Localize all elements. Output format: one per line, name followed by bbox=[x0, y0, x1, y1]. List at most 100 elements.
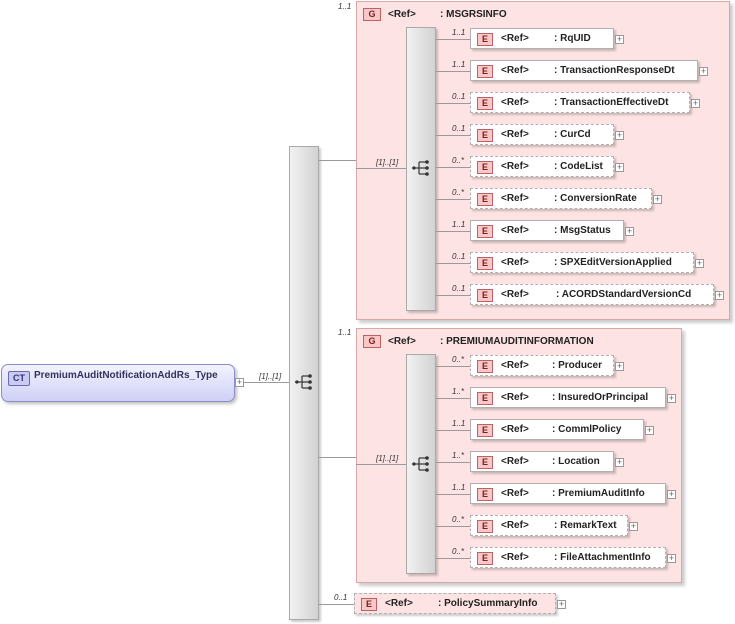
element-premiumauditinfo[interactable]: E <Ref> : PremiumAuditInfo bbox=[470, 483, 666, 504]
element-ref: <Ref> bbox=[501, 289, 529, 300]
element-name: : TransactionEffectiveDt bbox=[554, 97, 669, 108]
element-name: : Producer bbox=[552, 360, 603, 371]
element-name: : RqUID bbox=[554, 33, 591, 44]
element-acordstandardversioncd[interactable]: E <Ref> : ACORDStandardVersionCd bbox=[470, 284, 714, 305]
expand-icon[interactable]: + bbox=[695, 258, 704, 268]
expand-icon[interactable]: + bbox=[615, 162, 624, 172]
element-conversionrate[interactable]: E <Ref> : ConversionRate bbox=[470, 188, 652, 209]
element-badge: E bbox=[477, 129, 493, 142]
element-cardinality: 0..* bbox=[452, 355, 465, 364]
expand-icon[interactable]: + bbox=[625, 226, 634, 236]
expand-icon[interactable]: + bbox=[645, 425, 654, 435]
element-transactioneffectivedt[interactable]: E <Ref> : TransactionEffectiveDt bbox=[470, 92, 690, 113]
element-name: : FileAttachmentInfo bbox=[554, 552, 651, 563]
expand-icon[interactable]: + bbox=[653, 194, 662, 204]
group-msgrsinfo-sequence-bar bbox=[406, 27, 436, 311]
element-cardinality: 0..* bbox=[452, 547, 465, 556]
expand-icon[interactable]: + bbox=[667, 393, 676, 403]
expand-icon[interactable]: + bbox=[615, 361, 624, 371]
element-badge: E bbox=[477, 225, 493, 238]
main-sequence-bar bbox=[289, 146, 319, 620]
element-rquid[interactable]: E <Ref> : RqUID bbox=[470, 28, 614, 49]
element-cardinality: 0..1 bbox=[452, 284, 466, 293]
element-ref: <Ref> bbox=[501, 193, 529, 204]
element-badge: E bbox=[477, 65, 493, 78]
element-cardinality: 1..1 bbox=[452, 419, 466, 428]
element-badge: E bbox=[477, 193, 493, 206]
element-cardinality: 1..1 bbox=[452, 220, 466, 229]
element-cardinality: 0..1 bbox=[452, 252, 466, 261]
element-cardinality: 0..* bbox=[452, 515, 465, 524]
element-ref: <Ref> bbox=[501, 456, 529, 467]
policysummaryinfo-cardinality: 0..1 bbox=[334, 593, 348, 602]
group-premiumaudit-cardinality: 1..1 bbox=[338, 328, 352, 337]
element-badge: E bbox=[477, 552, 493, 565]
element-name: : PolicySummaryInfo bbox=[438, 598, 538, 609]
group-ref: <Ref> bbox=[388, 336, 416, 347]
element-ref: <Ref> bbox=[501, 257, 529, 268]
element-ref: <Ref> bbox=[501, 33, 529, 44]
element-ref: <Ref> bbox=[501, 129, 529, 140]
element-badge: E bbox=[477, 456, 493, 469]
element-cardinality: 1..1 bbox=[452, 483, 466, 492]
element-ref: <Ref> bbox=[501, 488, 529, 499]
sequence-icon bbox=[412, 160, 429, 176]
element-remarktext[interactable]: E <Ref> : RemarkText bbox=[470, 515, 628, 536]
element-cardinality: 1..* bbox=[452, 451, 465, 460]
element-ref: <Ref> bbox=[501, 65, 529, 76]
element-curcd[interactable]: E <Ref> : CurCd bbox=[470, 124, 614, 145]
root-expand-icon[interactable]: + bbox=[235, 377, 244, 387]
expand-icon[interactable]: + bbox=[667, 553, 676, 563]
element-badge: E bbox=[477, 257, 493, 270]
element-producer[interactable]: E <Ref> : Producer bbox=[470, 355, 614, 376]
group-ref: <Ref> bbox=[388, 9, 416, 20]
element-commlpolicy[interactable]: E <Ref> : CommlPolicy bbox=[470, 419, 644, 440]
expand-icon[interactable]: + bbox=[557, 599, 566, 609]
group-msgrsinfo-cardinality: 1..1 bbox=[338, 2, 352, 11]
expand-icon[interactable]: + bbox=[629, 521, 638, 531]
complex-type-root[interactable]: CT PremiumAuditNotificationAddRs_Type bbox=[1, 364, 235, 402]
element-insuredorprincipal[interactable]: E <Ref> : InsuredOrPrincipal bbox=[470, 387, 666, 408]
element-name: : MsgStatus bbox=[554, 225, 611, 236]
element-name: : TransactionResponseDt bbox=[554, 65, 675, 76]
element-cardinality: 1..1 bbox=[452, 28, 466, 37]
element-codelist[interactable]: E <Ref> : CodeList bbox=[470, 156, 614, 177]
element-name: : ACORDStandardVersionCd bbox=[556, 289, 692, 300]
expand-icon[interactable]: + bbox=[615, 457, 624, 467]
element-badge: E bbox=[477, 488, 493, 501]
element-policysummaryinfo[interactable]: E <Ref> : PolicySummaryInfo bbox=[354, 593, 556, 614]
group-badge: G bbox=[363, 335, 381, 348]
group-name: : PREMIUMAUDITINFORMATION bbox=[440, 336, 594, 347]
expand-icon[interactable]: + bbox=[715, 290, 724, 300]
expand-icon[interactable]: + bbox=[691, 98, 700, 108]
sequence-icon bbox=[412, 456, 429, 472]
element-ref: <Ref> bbox=[501, 552, 529, 563]
element-ref: <Ref> bbox=[501, 225, 529, 236]
element-ref: <Ref> bbox=[385, 598, 413, 609]
ct-badge: CT bbox=[8, 371, 30, 386]
element-fileattachmentinfo[interactable]: E <Ref> : FileAttachmentInfo bbox=[470, 547, 666, 568]
element-badge: E bbox=[477, 289, 493, 302]
expand-icon[interactable]: + bbox=[667, 489, 676, 499]
expand-icon[interactable]: + bbox=[615, 130, 624, 140]
element-badge: E bbox=[477, 97, 493, 110]
element-transactionresponsedt[interactable]: E <Ref> : TransactionResponseDt bbox=[470, 60, 698, 81]
element-spxeditversionapplied[interactable]: E <Ref> : SPXEditVersionApplied bbox=[470, 252, 694, 273]
element-location[interactable]: E <Ref> : Location bbox=[470, 451, 614, 472]
expand-icon[interactable]: + bbox=[699, 66, 708, 76]
element-badge: E bbox=[361, 598, 377, 611]
element-msgstatus[interactable]: E <Ref> : MsgStatus bbox=[470, 220, 624, 241]
expand-icon[interactable]: + bbox=[615, 34, 624, 44]
element-cardinality: 0..1 bbox=[452, 124, 466, 133]
element-name: : PremiumAuditInfo bbox=[552, 488, 645, 499]
element-ref: <Ref> bbox=[501, 520, 529, 531]
element-ref: <Ref> bbox=[501, 424, 529, 435]
root-seq-cardinality: [1]..[1] bbox=[259, 372, 282, 381]
element-cardinality: 0..1 bbox=[452, 92, 466, 101]
sequence-icon bbox=[295, 374, 312, 390]
element-name: : SPXEditVersionApplied bbox=[554, 257, 672, 268]
element-ref: <Ref> bbox=[501, 392, 529, 403]
complex-type-name: PremiumAuditNotificationAddRs_Type bbox=[34, 370, 218, 381]
element-badge: E bbox=[477, 360, 493, 373]
